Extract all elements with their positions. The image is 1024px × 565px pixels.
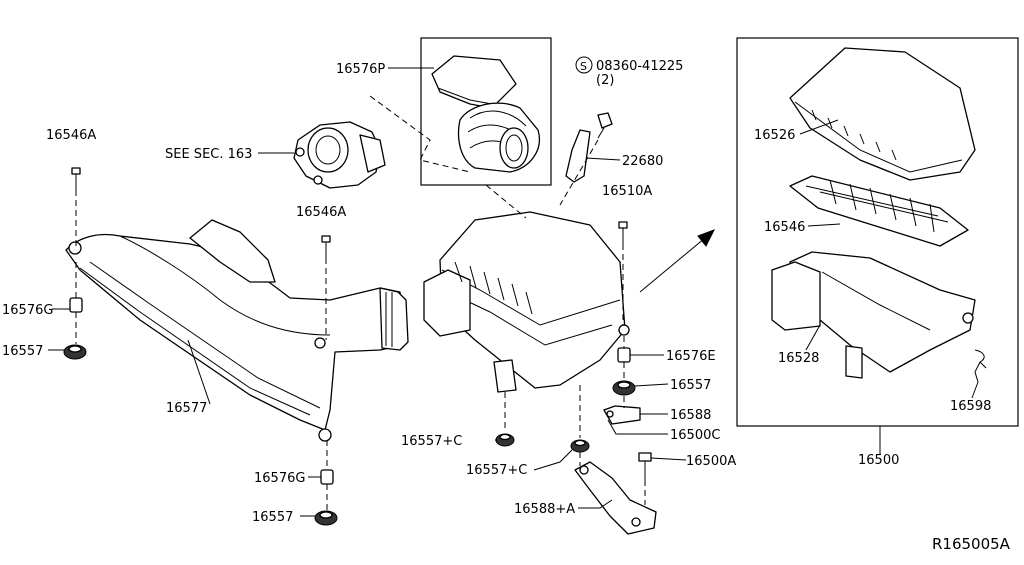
label-16598: 16598 (950, 399, 991, 414)
diagram-id: R165005A (932, 535, 1011, 553)
label-16576G-top: 16576G (2, 303, 53, 318)
label-16557C-left: 16557+C (401, 434, 462, 449)
label-16500: 16500 (858, 453, 899, 468)
exploded-view-arrow (639, 229, 716, 293)
label-16557-right: 16557 (670, 378, 711, 393)
connection-lines (369, 95, 599, 219)
exploded-view-frame (736, 37, 1019, 427)
label-16528: 16528 (778, 351, 819, 366)
label-08360-qty: (2) (596, 73, 614, 88)
label-16526: 16526 (754, 128, 795, 143)
label-16546A-left: 16546A (46, 128, 96, 143)
label-16576E: 16576E (666, 349, 716, 364)
label-16576P: 16576P (336, 62, 385, 77)
standard-part-mark (575, 56, 593, 74)
label-16546: 16546 (764, 220, 805, 235)
label-16588: 16588 (670, 408, 711, 423)
label-16546A-mid: 16546A (296, 205, 346, 220)
label-16557-bottom: 16557 (252, 510, 293, 525)
label-08360-s: S (580, 60, 587, 73)
label-08360-41225: 08360-41225 (596, 59, 683, 74)
label-16588A: 16588+A (514, 502, 575, 517)
label-22680: 22680 (622, 154, 663, 169)
callout-labels: 16546A SEE SEC. 163 16576P S 08360-41225… (2, 56, 1011, 553)
label-16500C: 16500C (670, 428, 720, 443)
upper-cover-16526 (789, 47, 976, 181)
label-16510A: 16510A (602, 184, 652, 199)
throttle-body (293, 121, 386, 189)
label-16557C-mid: 16557+C (466, 463, 527, 478)
label-16577: 16577 (166, 401, 207, 416)
clip-16598 (974, 349, 987, 383)
label-16557-left: 16557 (2, 344, 43, 359)
lower-case-16528 (771, 251, 976, 379)
filter-element-16546 (789, 175, 969, 247)
label-16500A: 16500A (686, 454, 736, 469)
leader-lines (48, 67, 979, 517)
air-duct-16577 (65, 219, 409, 442)
label-see-sec-163: SEE SEC. 163 (165, 147, 252, 162)
air-cleaner-assembly (423, 211, 630, 393)
air-hose-16576P (431, 55, 540, 173)
label-16576G-bottom: 16576G (254, 471, 305, 486)
